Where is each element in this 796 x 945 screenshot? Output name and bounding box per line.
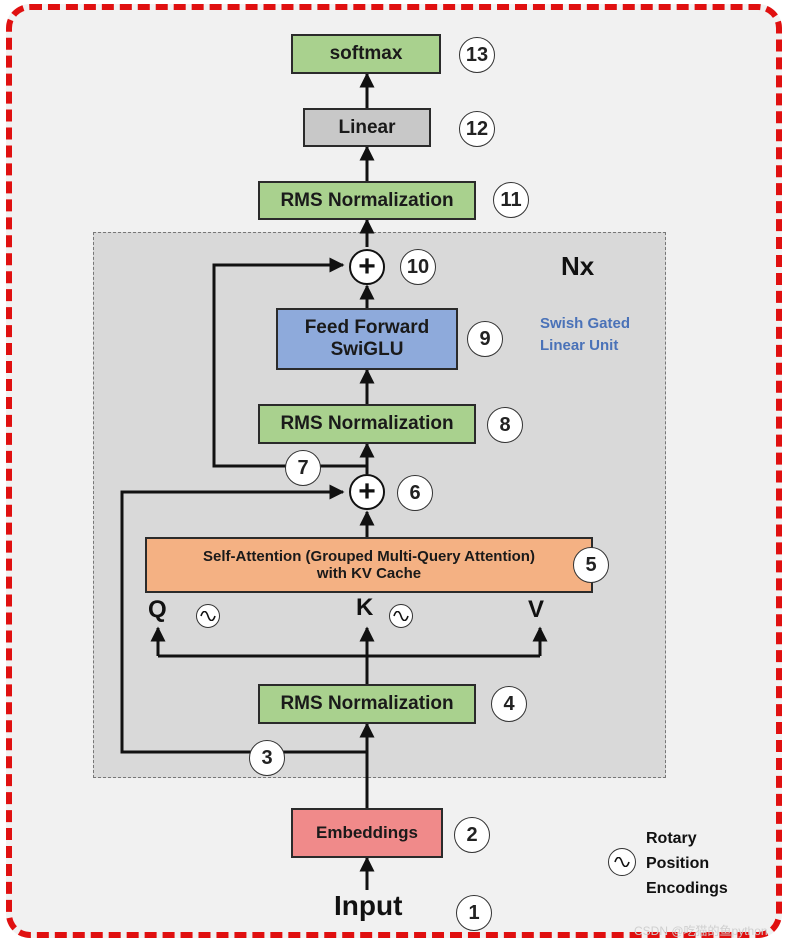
embeddings-block: Embeddings [291,808,443,858]
rms-normalization-ffn: RMS Normalization [258,404,476,444]
legend-line2: Position [646,855,710,872]
swish-note-line2: Linear Unit [540,337,619,354]
self-attention-block: Self-Attention (Grouped Multi-Query Atte… [145,537,593,593]
step-4: 4 [491,686,527,722]
step-3: 3 [249,740,285,776]
step-12: 12 [459,111,495,147]
swish-gated-note: Swish Gated Linear Unit [540,313,630,357]
legend-text: Rotary Position Encodings [646,826,728,901]
step-9: 9 [467,321,503,357]
watermark: CSDN @吃猫的鱼python [634,924,768,938]
k-label: K [356,594,374,621]
softmax-block: softmax [291,34,441,74]
legend-line3: Encodings [646,880,728,897]
q-label: Q [148,596,167,623]
step-6: 6 [397,475,433,511]
step-13: 13 [459,37,495,73]
feed-forward-swiglu-block: Feed Forward SwiGLU [276,308,458,370]
rms-normalization-final: RMS Normalization [258,181,476,220]
swish-note-line1: Swish Gated [540,315,631,332]
v-label: V [528,596,545,623]
step-8: 8 [487,407,523,443]
step-11: 11 [493,182,529,218]
kv-cache-label: with KV Cache [316,565,422,582]
self-attention-label: Self-Attention (Grouped Multi-Query Atte… [203,547,535,565]
residual-add-attention: + [349,474,385,510]
repeat-count-label: Nx [561,251,595,281]
residual-path-3 [120,484,367,754]
legend-rotary-icon [608,848,636,876]
swiglu-label: SwiGLU [330,339,404,360]
rms-normalization-attention: RMS Normalization [258,684,476,724]
input-label: Input [334,890,403,921]
step-1: 1 [456,895,492,931]
rotary-encoding-icon [389,604,413,628]
step-7: 7 [285,450,321,486]
legend-line1: Rotary [646,830,697,847]
step-10: 10 [400,249,436,285]
step-2: 2 [454,817,490,853]
feed-forward-label: Feed Forward [304,317,430,339]
rotary-encoding-icon [196,604,220,628]
step-5: 5 [573,547,609,583]
residual-add-ffn: + [349,249,385,285]
linear-block: Linear [303,108,431,147]
